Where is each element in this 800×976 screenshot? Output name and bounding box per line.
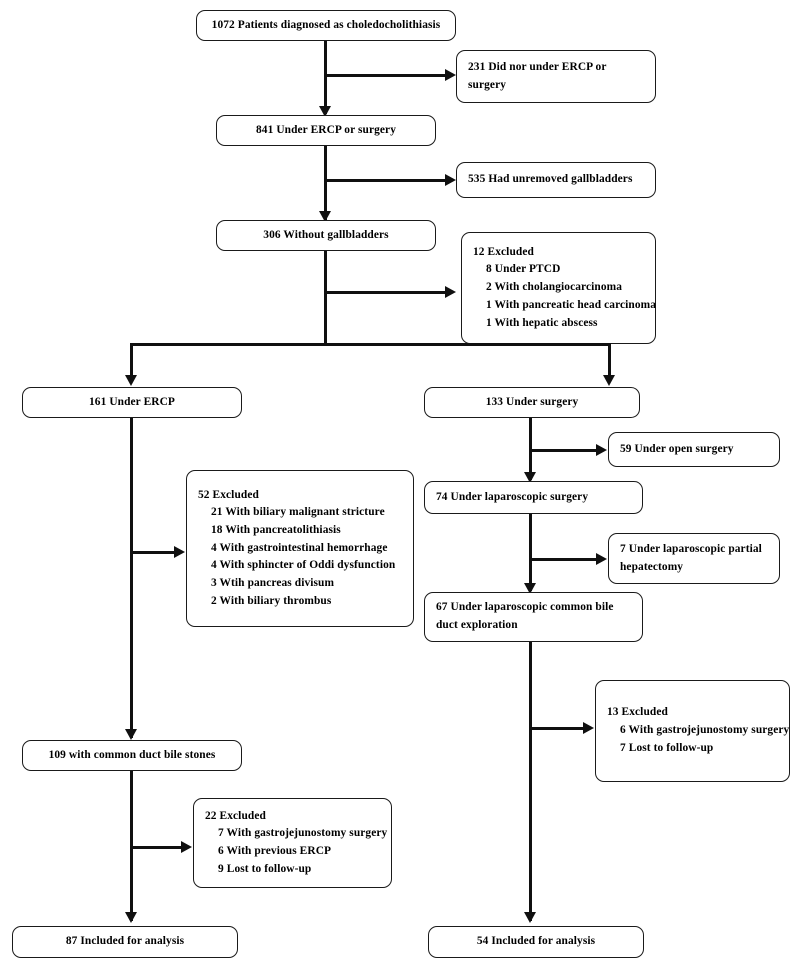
node-included-surgery-label: 54 Included for analysis [476, 935, 596, 948]
node-under-ercp-label: 161 Under ERCP [89, 395, 175, 408]
node-under-ercp-or-surgery: 841 Under ERCP or surgery [216, 115, 436, 146]
arrowhead-to-59 [596, 444, 607, 456]
connector-trunk-right-3 [529, 642, 533, 921]
node-without-gallbladders: 306 Without gallbladders [216, 220, 436, 251]
arrowhead-to-841 [319, 106, 331, 117]
node-excluded-52-header: 52 Excluded [198, 488, 259, 501]
node-total-patients-label: 1072 Patients diagnosed as choledocholit… [211, 18, 441, 31]
node-excluded-22-item-1: 7 With gastrojejunostomy surgery [218, 827, 388, 840]
arrowhead-to-133 [603, 375, 615, 386]
node-common-duct-bile-stones-label: 109 with common duct bile stones [48, 748, 216, 761]
node-unremoved-gallbladders-label: 535 Had unremoved gallbladders [468, 173, 633, 186]
connector-split-left-arm [130, 343, 134, 379]
node-excluded-12-item-2: 2 With cholangiocarcinoma [486, 281, 623, 294]
node-laparoscopic-partial-hepatectomy-line-2: hepatectomy [620, 560, 684, 573]
node-laparoscopic-cbd-exploration: 67 Under laparoscopic common bile duct e… [424, 592, 643, 642]
node-excluded-13-item-2: 7 Lost to follow-up [620, 741, 714, 754]
node-laparoscopic-cbd-exploration-line-2: duct exploration [436, 619, 518, 631]
node-excluded-52-item-6: 2 With biliary thrombus [211, 594, 332, 607]
node-excluded-22-header: 22 Excluded [205, 809, 266, 822]
node-open-surgery-label: 59 Under open surgery [620, 442, 734, 455]
arrowhead-to-12-excluded [445, 286, 456, 298]
node-excluded-52: 52 Excluded 21 With biliary malignant st… [186, 470, 414, 627]
node-open-surgery: 59 Under open surgery [608, 432, 780, 467]
connector-trunk-3 [324, 251, 328, 343]
connector-branch-535 [324, 179, 446, 183]
node-excluded-no-treatment-line-1: 231 Did nor under ERCP or [468, 60, 607, 73]
node-under-ercp-or-surgery-label: 841 Under ERCP or surgery [255, 123, 397, 136]
arrowhead-to-13-excluded [583, 722, 594, 734]
node-under-surgery-label: 133 Under surgery [485, 395, 579, 408]
node-included-ercp: 87 Included for analysis [12, 926, 238, 958]
node-laparoscopic-surgery: 74 Under laparoscopic surgery [424, 481, 643, 514]
connector-trunk-right-2 [529, 514, 533, 591]
arrowhead-to-231 [445, 69, 456, 81]
node-excluded-52-item-4: 4 With sphincter of Oddi dysfunction [211, 559, 396, 572]
node-under-surgery: 133 Under surgery [424, 387, 640, 418]
arrowhead-to-535 [445, 174, 456, 186]
arrowhead-to-7-hepatectomy [596, 553, 607, 565]
node-laparoscopic-cbd-exploration-line-1: 67 Under laparoscopic common bile [436, 601, 614, 614]
node-excluded-22: 22 Excluded 7 With gastrojejunostomy sur… [193, 798, 392, 888]
node-included-ercp-label: 87 Included for analysis [65, 935, 185, 948]
node-excluded-13-item-1: 6 With gastrojejunostomy surgery [620, 724, 790, 737]
node-excluded-13-header: 13 Excluded [607, 706, 668, 719]
node-excluded-12-header: 12 Excluded [473, 245, 534, 258]
node-excluded-22-item-3: 9 Lost to follow-up [218, 862, 312, 875]
connector-trunk-2 [324, 146, 328, 220]
arrowhead-to-54 [524, 912, 536, 923]
node-excluded-52-item-1: 21 With biliary malignant stricture [211, 506, 385, 519]
arrowhead-to-22-excluded [181, 841, 192, 853]
connector-split-right-arm [608, 343, 612, 379]
node-total-patients: 1072 Patients diagnosed as choledocholit… [196, 10, 456, 41]
node-laparoscopic-partial-hepatectomy-line-1: 7 Under laparoscopic partial [620, 542, 762, 555]
node-excluded-52-item-5: 3 Wtih pancreas divisum [211, 577, 335, 589]
node-laparoscopic-surgery-label: 74 Under laparoscopic surgery [436, 490, 589, 503]
node-excluded-12: 12 Excluded 8 Under PTCD 2 With cholangi… [461, 232, 656, 344]
node-excluded-12-item-1: 8 Under PTCD [486, 263, 561, 276]
node-unremoved-gallbladders: 535 Had unremoved gallbladders [456, 162, 656, 198]
arrowhead-to-74 [524, 472, 536, 483]
node-excluded-no-treatment: 231 Did nor under ERCP or surgery [456, 50, 656, 103]
connector-trunk-1 [324, 41, 328, 114]
connector-branch-7-hepatectomy [529, 558, 597, 562]
arrowhead-to-52-excluded [174, 546, 185, 558]
node-excluded-12-item-3: 1 With pancreatic head carcinoma [486, 298, 657, 311]
arrowhead-to-161 [125, 375, 137, 386]
arrowhead-to-87 [125, 912, 137, 923]
connector-branch-231 [324, 74, 446, 78]
node-excluded-13: 13 Excluded 6 With gastrojejunostomy sur… [595, 680, 790, 782]
node-laparoscopic-partial-hepatectomy: 7 Under laparoscopic partial hepatectomy [608, 533, 780, 584]
connector-branch-22-excluded [130, 846, 182, 850]
node-under-ercp: 161 Under ERCP [22, 387, 242, 418]
node-excluded-no-treatment-line-2: surgery [468, 78, 507, 91]
arrowhead-to-306 [319, 211, 331, 222]
node-excluded-52-item-3: 4 With gastrointestinal hemorrhage [211, 541, 388, 554]
connector-branch-13-excluded [529, 727, 584, 731]
arrowhead-to-67 [524, 583, 536, 594]
connector-branch-52-excluded [130, 551, 175, 555]
node-excluded-52-item-2: 18 With pancreatolithiasis [211, 523, 341, 536]
node-included-surgery: 54 Included for analysis [428, 926, 644, 958]
connector-trunk-left [130, 418, 134, 738]
arrowhead-to-109 [125, 729, 137, 740]
node-excluded-12-item-4: 1 With hepatic abscess [486, 316, 598, 329]
node-without-gallbladders-label: 306 Without gallbladders [263, 228, 389, 241]
connector-branch-12-excluded [324, 291, 446, 295]
connector-split-bar [130, 343, 611, 347]
connector-branch-59 [529, 449, 597, 453]
node-excluded-22-item-2: 6 With previous ERCP [218, 845, 332, 857]
node-common-duct-bile-stones: 109 with common duct bile stones [22, 740, 242, 771]
